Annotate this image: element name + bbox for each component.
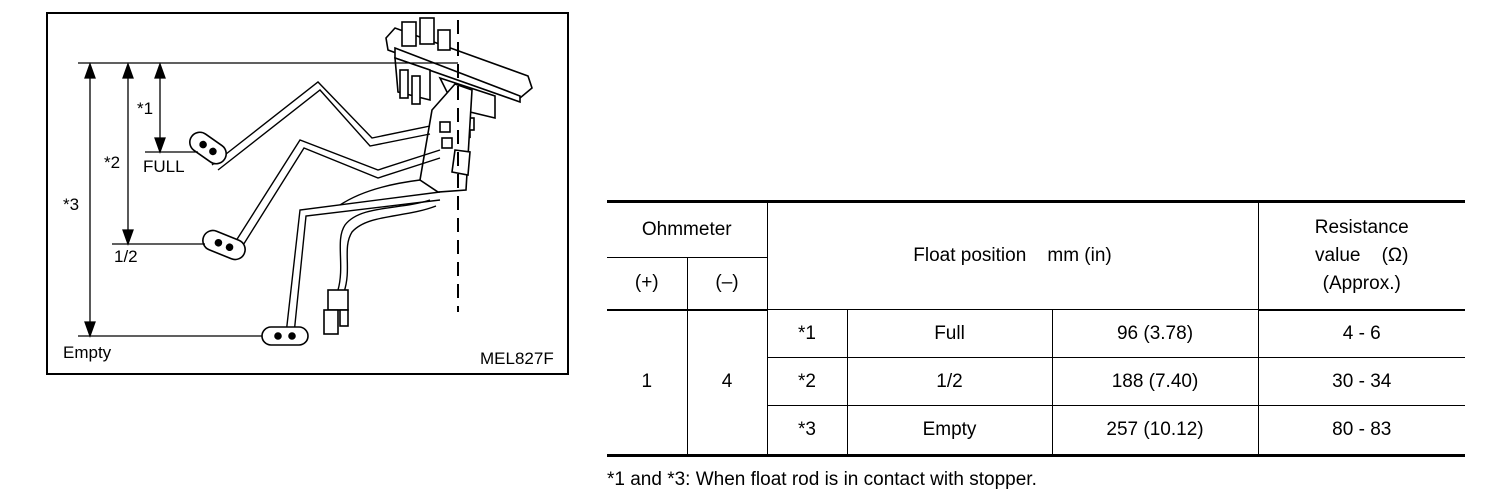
- resistance-header-line2: value (Ω): [1315, 244, 1409, 266]
- dim-label-3: *3: [63, 195, 80, 214]
- resistance-spec-table: Ohmmeter Float position mm (in) Resistan…: [607, 200, 1465, 457]
- float-icons: [189, 131, 309, 346]
- fuel-level-sensor-diagram: *1 *2 *3 FULL 1/2 Empty MEL827F: [0, 0, 580, 390]
- dim-label-2: *2: [104, 153, 121, 172]
- table-row: *2 1/2 188 (7.40) 30 - 34: [607, 357, 1465, 406]
- table-row: 1 4 *1 Full 96 (3.78) 4 - 6: [607, 309, 1465, 457]
- table-row: *3 Empty 257 (10.12) 80 - 83: [607, 405, 1465, 457]
- float-position-header: Float position mm (in): [766, 200, 1259, 310]
- float-half-icon: [202, 229, 246, 261]
- ohmmeter-header: Ohmmeter: [607, 200, 768, 258]
- dimension-arrows: [84, 62, 166, 338]
- float-arms: [211, 81, 441, 335]
- row-resistance: 4 - 6: [1257, 309, 1465, 358]
- plus-terminal-header: (+): [607, 257, 688, 311]
- row-value: 96 (3.78): [1051, 309, 1259, 358]
- resistance-header-line3: (Approx.): [1322, 272, 1401, 294]
- row-mark: *3: [766, 405, 848, 457]
- figure-code: MEL827F: [480, 349, 554, 368]
- terminal-minus-value: 4: [686, 309, 768, 457]
- row-value: 188 (7.40): [1051, 357, 1259, 406]
- terminal-plus-value: 1: [607, 309, 688, 457]
- empty-label: Empty: [63, 343, 112, 362]
- row-mark: *2: [766, 357, 848, 406]
- full-label: FULL: [143, 157, 185, 176]
- connector-icon: [323, 289, 349, 335]
- dim-label-1: *1: [137, 99, 154, 118]
- row-mark: *1: [766, 309, 848, 358]
- resistance-header: Resistance value (Ω) (Approx.): [1257, 200, 1465, 311]
- row-resistance: 80 - 83: [1257, 405, 1465, 457]
- row-position: Full: [846, 309, 1053, 358]
- figure-frame: [46, 12, 569, 375]
- sensor-drawing: [46, 12, 569, 375]
- row-position: 1/2: [846, 357, 1053, 406]
- row-resistance: 30 - 34: [1257, 357, 1465, 406]
- row-position: Empty: [846, 405, 1053, 457]
- resistance-header-line1: Resistance: [1314, 216, 1409, 238]
- half-label: 1/2: [114, 247, 138, 266]
- minus-terminal-header: (–): [686, 257, 768, 311]
- table-footnote: *1 and *3: When float rod is in contact …: [607, 469, 1037, 490]
- float-empty-icon: [261, 326, 309, 346]
- row-value: 257 (10.12): [1051, 405, 1259, 457]
- float-full-icon: [189, 131, 227, 165]
